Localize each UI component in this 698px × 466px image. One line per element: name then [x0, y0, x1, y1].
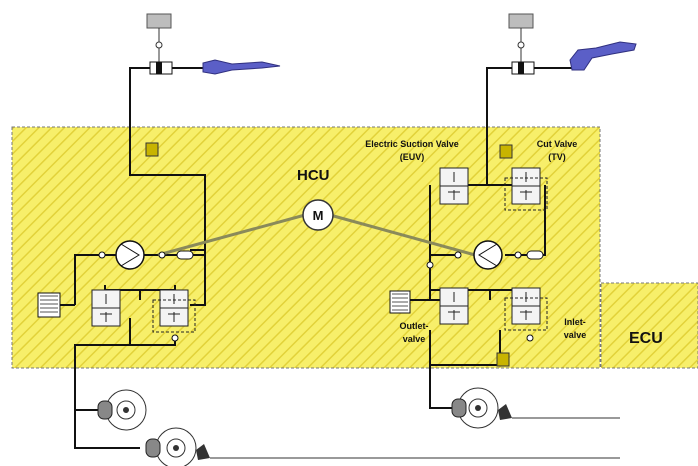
- motor-shaft-left: [157, 213, 306, 257]
- reservoir-icon: [146, 13, 172, 29]
- left-circuit-lines: [60, 67, 206, 449]
- solenoid-valve-icon: [91, 289, 121, 327]
- solenoid-valve-icon: [439, 167, 469, 205]
- solenoid-valve-icon: [504, 167, 548, 211]
- reservoir-icon: [508, 13, 534, 29]
- ecu-block: [600, 282, 698, 369]
- inlet-valve-label-2: valve: [564, 330, 587, 340]
- right-pedal-assembly: [508, 13, 637, 75]
- master-cylinder-icon: [511, 61, 575, 75]
- hcu-label: HCU: [297, 167, 330, 184]
- euv-abbrev: (EUV): [400, 152, 425, 162]
- accumulator-spring-icon: [37, 292, 61, 318]
- brake-disc-icon: [145, 427, 620, 466]
- check-valve-icon: [426, 261, 434, 269]
- left-pedal-assembly: [146, 13, 281, 75]
- ecu-label: ECU: [629, 330, 663, 347]
- euv-label: Electric Suction Valve: [365, 139, 459, 149]
- brake-pedal-icon: [202, 59, 281, 75]
- inlet-valve-label: Inlet-: [564, 317, 586, 327]
- motor-shaft-right: [329, 213, 476, 257]
- solenoid-valve-icon: [439, 287, 469, 325]
- accumulator-spring-icon: [389, 290, 411, 314]
- brake-pedal-icon: [569, 41, 637, 71]
- hcu-block: [11, 126, 601, 369]
- outlet-valve-label: Outlet-: [400, 321, 429, 331]
- pressure-sensor-icon: [499, 144, 513, 159]
- pressure-sensor-icon: [145, 142, 159, 157]
- caliper-icon: [145, 438, 161, 458]
- motor-icon: M: [302, 199, 334, 231]
- caliper-icon: [451, 398, 467, 418]
- svg-text:M: M: [313, 208, 324, 223]
- solenoid-valve-icon: [504, 287, 548, 331]
- check-valve-icon: [171, 334, 179, 342]
- check-valve-icon: [526, 334, 534, 342]
- brake-disc-icon: [97, 389, 147, 431]
- outlet-valve-label-2: valve: [403, 334, 426, 344]
- master-cylinder-icon: [149, 61, 205, 75]
- pressure-sensor-icon: [496, 352, 510, 367]
- tv-abbrev: (TV): [548, 152, 566, 162]
- pump-icon: [454, 240, 544, 270]
- tv-label: Cut Valve: [537, 139, 578, 149]
- pump-icon: [98, 240, 194, 270]
- solenoid-valve-icon: [152, 289, 196, 333]
- brake-disc-icon: [451, 387, 620, 429]
- caliper-icon: [97, 400, 113, 420]
